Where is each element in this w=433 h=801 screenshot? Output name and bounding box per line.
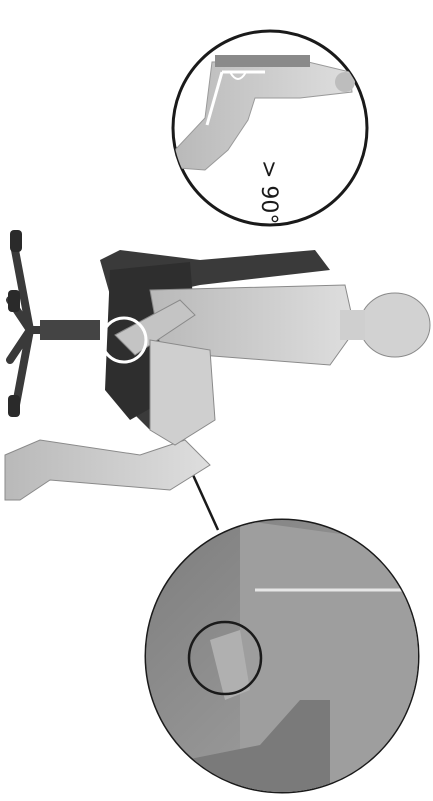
seated-person bbox=[5, 285, 430, 500]
bottom-zoom-inset bbox=[140, 520, 430, 800]
top-zoom-inset: > 90° bbox=[173, 31, 367, 225]
angle-label: > 90° bbox=[256, 160, 281, 224]
